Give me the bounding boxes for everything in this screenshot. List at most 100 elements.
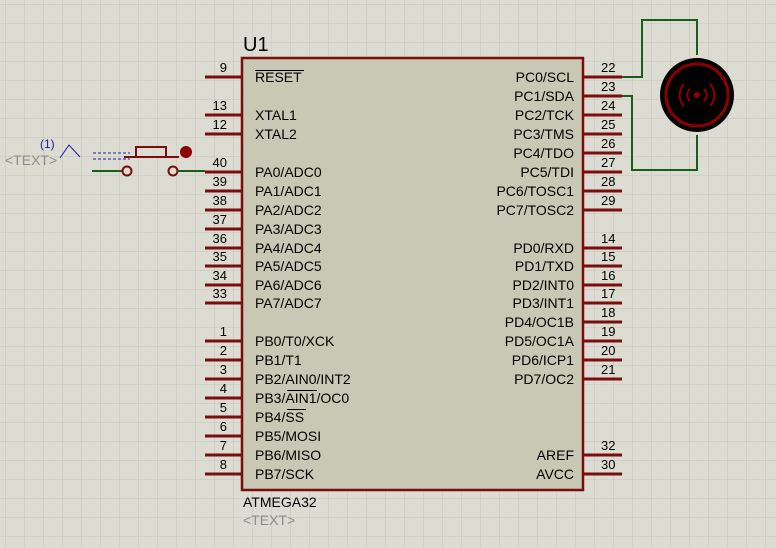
pin-label: PD2/INT0 (513, 277, 575, 293)
button-probe-marker (59, 144, 81, 159)
chip-text-placeholder: <TEXT> (243, 512, 295, 528)
pin-label: PD6/ICP1 (512, 352, 574, 368)
pin-number: 12 (213, 117, 227, 132)
motor-shaft (694, 92, 700, 98)
push-button-component[interactable]: (1) <TEXT> (5, 137, 205, 177)
pin-label: PA1/ADC1 (255, 183, 322, 199)
pin-label: PA4/ADC4 (255, 240, 322, 256)
pin-label: PB5/MOSI (255, 428, 321, 444)
pin-label: PB6/MISO (255, 447, 321, 463)
pin-number: 4 (220, 381, 227, 396)
pin-label: PB1/T1 (255, 352, 302, 368)
pin-label: PB4/SS (255, 409, 304, 425)
button-terminal-left (121, 165, 133, 177)
pin-number: 3 (220, 362, 227, 377)
pin-label: PC1/SDA (514, 88, 575, 104)
pin-label: PB0/T0/XCK (255, 333, 335, 349)
pin-number: 21 (601, 362, 615, 377)
pin-number: 6 (220, 419, 227, 434)
pin-number: 30 (601, 457, 615, 472)
pin-number: 14 (601, 231, 615, 246)
pin-number: 17 (601, 286, 615, 301)
motor-arc-left-inner (686, 88, 691, 102)
pin-number: 23 (601, 79, 615, 94)
motor-arc-left (678, 83, 685, 107)
button-label: (1) (40, 137, 55, 151)
motor-wire-bottom (622, 95, 698, 171)
pin-label: PC3/TMS (513, 126, 574, 142)
pin-label: AVCC (536, 466, 574, 482)
pin-label: RESET (255, 69, 302, 85)
pin-label: PA7/ADC7 (255, 295, 322, 311)
pin-label: PB7/SCK (255, 466, 315, 482)
button-actuator[interactable] (135, 146, 167, 158)
pin-label: PD0/RXD (513, 240, 574, 256)
pin-number: 26 (601, 136, 615, 151)
pin-label: AREF (537, 447, 574, 463)
pin-number: 15 (601, 249, 615, 264)
pin-number: 39 (213, 174, 227, 189)
pin-number: 34 (213, 268, 227, 283)
button-terminal-right (167, 165, 179, 177)
pin-label: PD7/OC2 (514, 371, 574, 387)
chip-body[interactable] (240, 56, 585, 492)
pin-number: 19 (601, 324, 615, 339)
pin-label: PC2/TCK (515, 107, 575, 123)
pin-number: 32 (601, 438, 615, 453)
pin-label: PC5/TDI (520, 164, 574, 180)
dc-motor-component[interactable] (622, 19, 734, 171)
pin-label: PA2/ADC2 (255, 202, 322, 218)
pin-number: 37 (213, 212, 227, 227)
pin-label: PC0/SCL (516, 69, 575, 85)
pin-number: 13 (213, 98, 227, 113)
chip-reference: U1 (243, 34, 269, 56)
pin-number: 7 (220, 438, 227, 453)
button-state-indicator[interactable] (180, 146, 192, 158)
pin-number: 28 (601, 174, 615, 189)
pin-number: 38 (213, 193, 227, 208)
pin-number: 1 (220, 324, 227, 339)
pin-number: 8 (220, 457, 227, 472)
motor-wire-top (622, 19, 698, 78)
